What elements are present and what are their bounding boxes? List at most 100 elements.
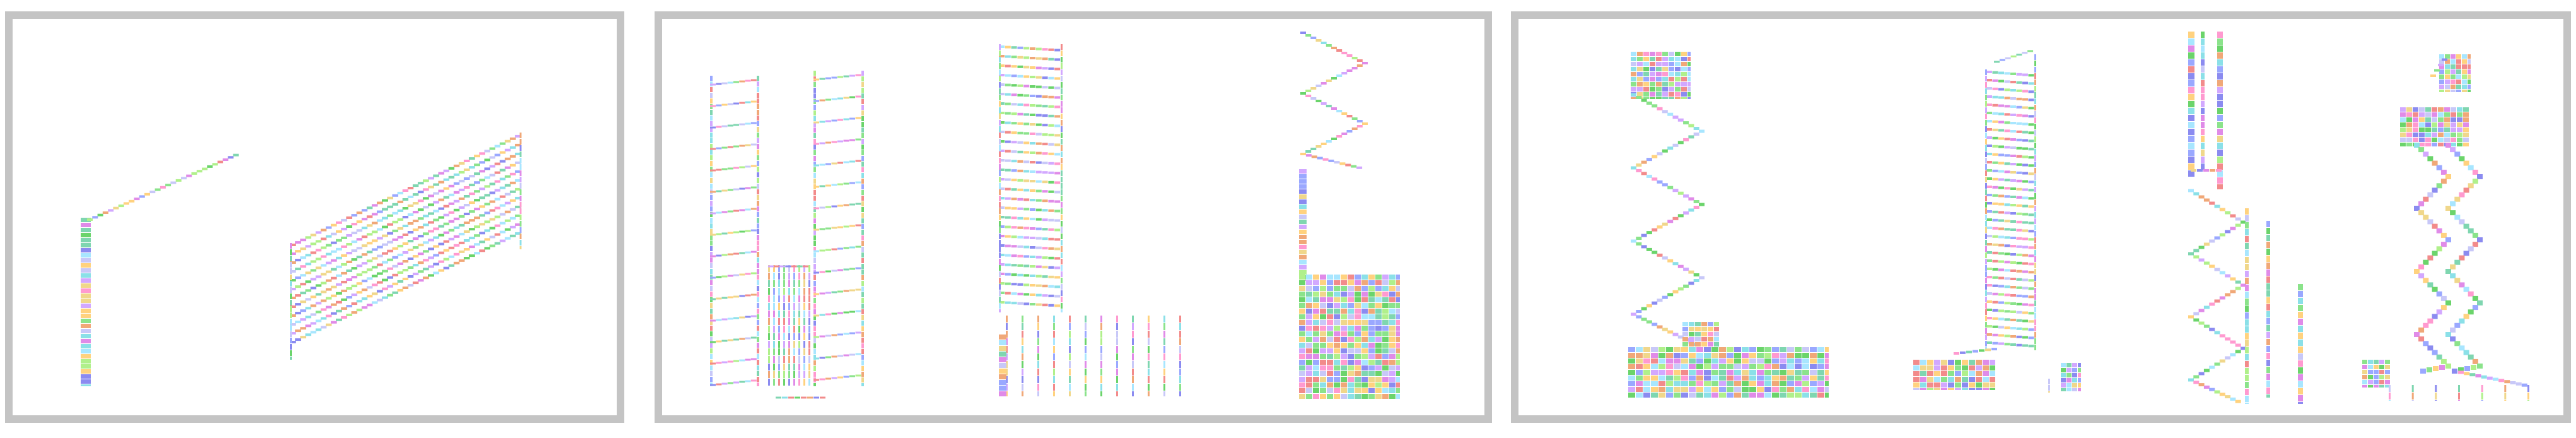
wall-brick <box>356 220 363 223</box>
column-brick <box>2188 94 2194 100</box>
gate-pillar <box>808 348 810 355</box>
top-block <box>2438 127 2444 132</box>
wall-brick <box>510 181 516 184</box>
tower-brick <box>2028 164 2034 167</box>
base-brick <box>1934 365 1940 370</box>
tower-brick <box>1042 275 1048 278</box>
column-brick <box>2217 108 2223 114</box>
pillar-brick <box>1100 361 1102 368</box>
slab-brick <box>1727 358 1734 364</box>
pillar-brick <box>1163 361 1165 368</box>
gate-pillar <box>798 379 800 386</box>
tower-edge <box>999 170 1001 176</box>
zigzag-brick <box>1641 307 1647 311</box>
base-brick <box>1990 371 1995 376</box>
tower-brick <box>1030 57 1035 59</box>
wall-brick <box>320 237 327 240</box>
tower-brick <box>1998 244 2004 247</box>
gate-pillar <box>783 265 785 272</box>
foot-brick <box>2481 400 2483 401</box>
crown-brick <box>2468 64 2471 69</box>
ladder-brick <box>813 201 816 206</box>
zigzag-brick <box>1672 333 1679 336</box>
wall-brick <box>469 166 475 169</box>
tower-edge <box>1061 271 1063 277</box>
zigzag-brick <box>2198 383 2205 387</box>
slab-brick <box>1628 370 1635 375</box>
pillar-brick <box>1100 316 1102 323</box>
wall-brick <box>515 187 521 191</box>
ladder-brick <box>733 274 739 276</box>
cap-brick <box>1687 97 1691 99</box>
slab-brick <box>1696 364 1703 369</box>
zigzag-brick <box>2214 362 2220 366</box>
block-brick <box>1389 286 1396 291</box>
base-block <box>2379 370 2384 374</box>
ladder-brick <box>757 150 759 155</box>
tower-edge <box>1985 278 1987 283</box>
ladder-brick <box>745 358 751 361</box>
tower-edge <box>999 164 1001 170</box>
wall-brick <box>361 271 368 274</box>
wall-brick <box>336 318 342 321</box>
wall-brick <box>428 274 434 277</box>
tower-edge <box>999 114 1001 119</box>
ladder-brick <box>831 119 837 122</box>
tower-brick <box>2022 328 2028 331</box>
slab-brick <box>1795 347 1802 352</box>
wall-brick <box>458 179 465 182</box>
gate-pillar <box>768 288 770 295</box>
diagonal-brick <box>149 191 156 194</box>
slab-brick <box>1666 376 1673 381</box>
ladder-brick <box>757 326 759 331</box>
tower-brick <box>2028 246 2034 249</box>
wall-brick <box>320 290 327 293</box>
ladder-brick <box>710 212 716 215</box>
block-brick <box>1396 337 1400 342</box>
cap-brick <box>1662 62 1668 66</box>
wall-brick <box>423 268 429 271</box>
tower-edge <box>2034 307 2036 312</box>
tower-brick <box>1986 300 1992 303</box>
wall-brick <box>361 297 368 300</box>
ladder-brick <box>757 184 759 189</box>
gate-pillar <box>798 295 800 302</box>
ladder-brick <box>855 203 861 205</box>
ladder-brick <box>721 168 728 170</box>
ladder-brick <box>819 378 825 381</box>
gate-pillar <box>783 356 785 363</box>
slab-brick <box>1636 347 1643 352</box>
ladder-brick <box>727 382 733 384</box>
tower-brick <box>1042 228 1048 231</box>
tower-brick <box>999 178 1005 181</box>
pillar-brick <box>1006 338 1008 345</box>
column-brick <box>2245 382 2249 388</box>
ladder-brick <box>757 252 759 257</box>
slab-brick <box>1742 393 1749 398</box>
block-brick <box>1334 360 1340 365</box>
ladder-brick <box>757 218 759 223</box>
pillar-brick <box>1053 338 1055 345</box>
wave-brick <box>2440 242 2447 247</box>
tower-brick <box>1005 244 1011 247</box>
cap-brick <box>1687 87 1691 92</box>
block-brick <box>1396 382 1400 388</box>
tower-brick <box>1023 160 1030 163</box>
zigzag-brick <box>1677 214 1684 218</box>
tower-brick <box>1035 66 1042 69</box>
ramp-brick <box>1960 351 1966 354</box>
pillar-brick <box>1132 376 1134 383</box>
wall-brick <box>310 260 317 263</box>
ladder-brick <box>855 138 861 141</box>
tower-brick <box>1042 171 1048 174</box>
block-brick <box>1375 377 1382 382</box>
wall-brick <box>310 322 317 325</box>
wall-brick <box>397 271 404 274</box>
block-brick <box>1327 320 1333 325</box>
wall-brick <box>479 232 486 235</box>
tower-brick <box>2016 73 2022 76</box>
pillar-brick <box>1037 338 1039 345</box>
block-brick <box>1327 354 1333 359</box>
wall-brick <box>417 199 424 203</box>
zigzag-ribbon-with-block <box>1299 32 1400 399</box>
